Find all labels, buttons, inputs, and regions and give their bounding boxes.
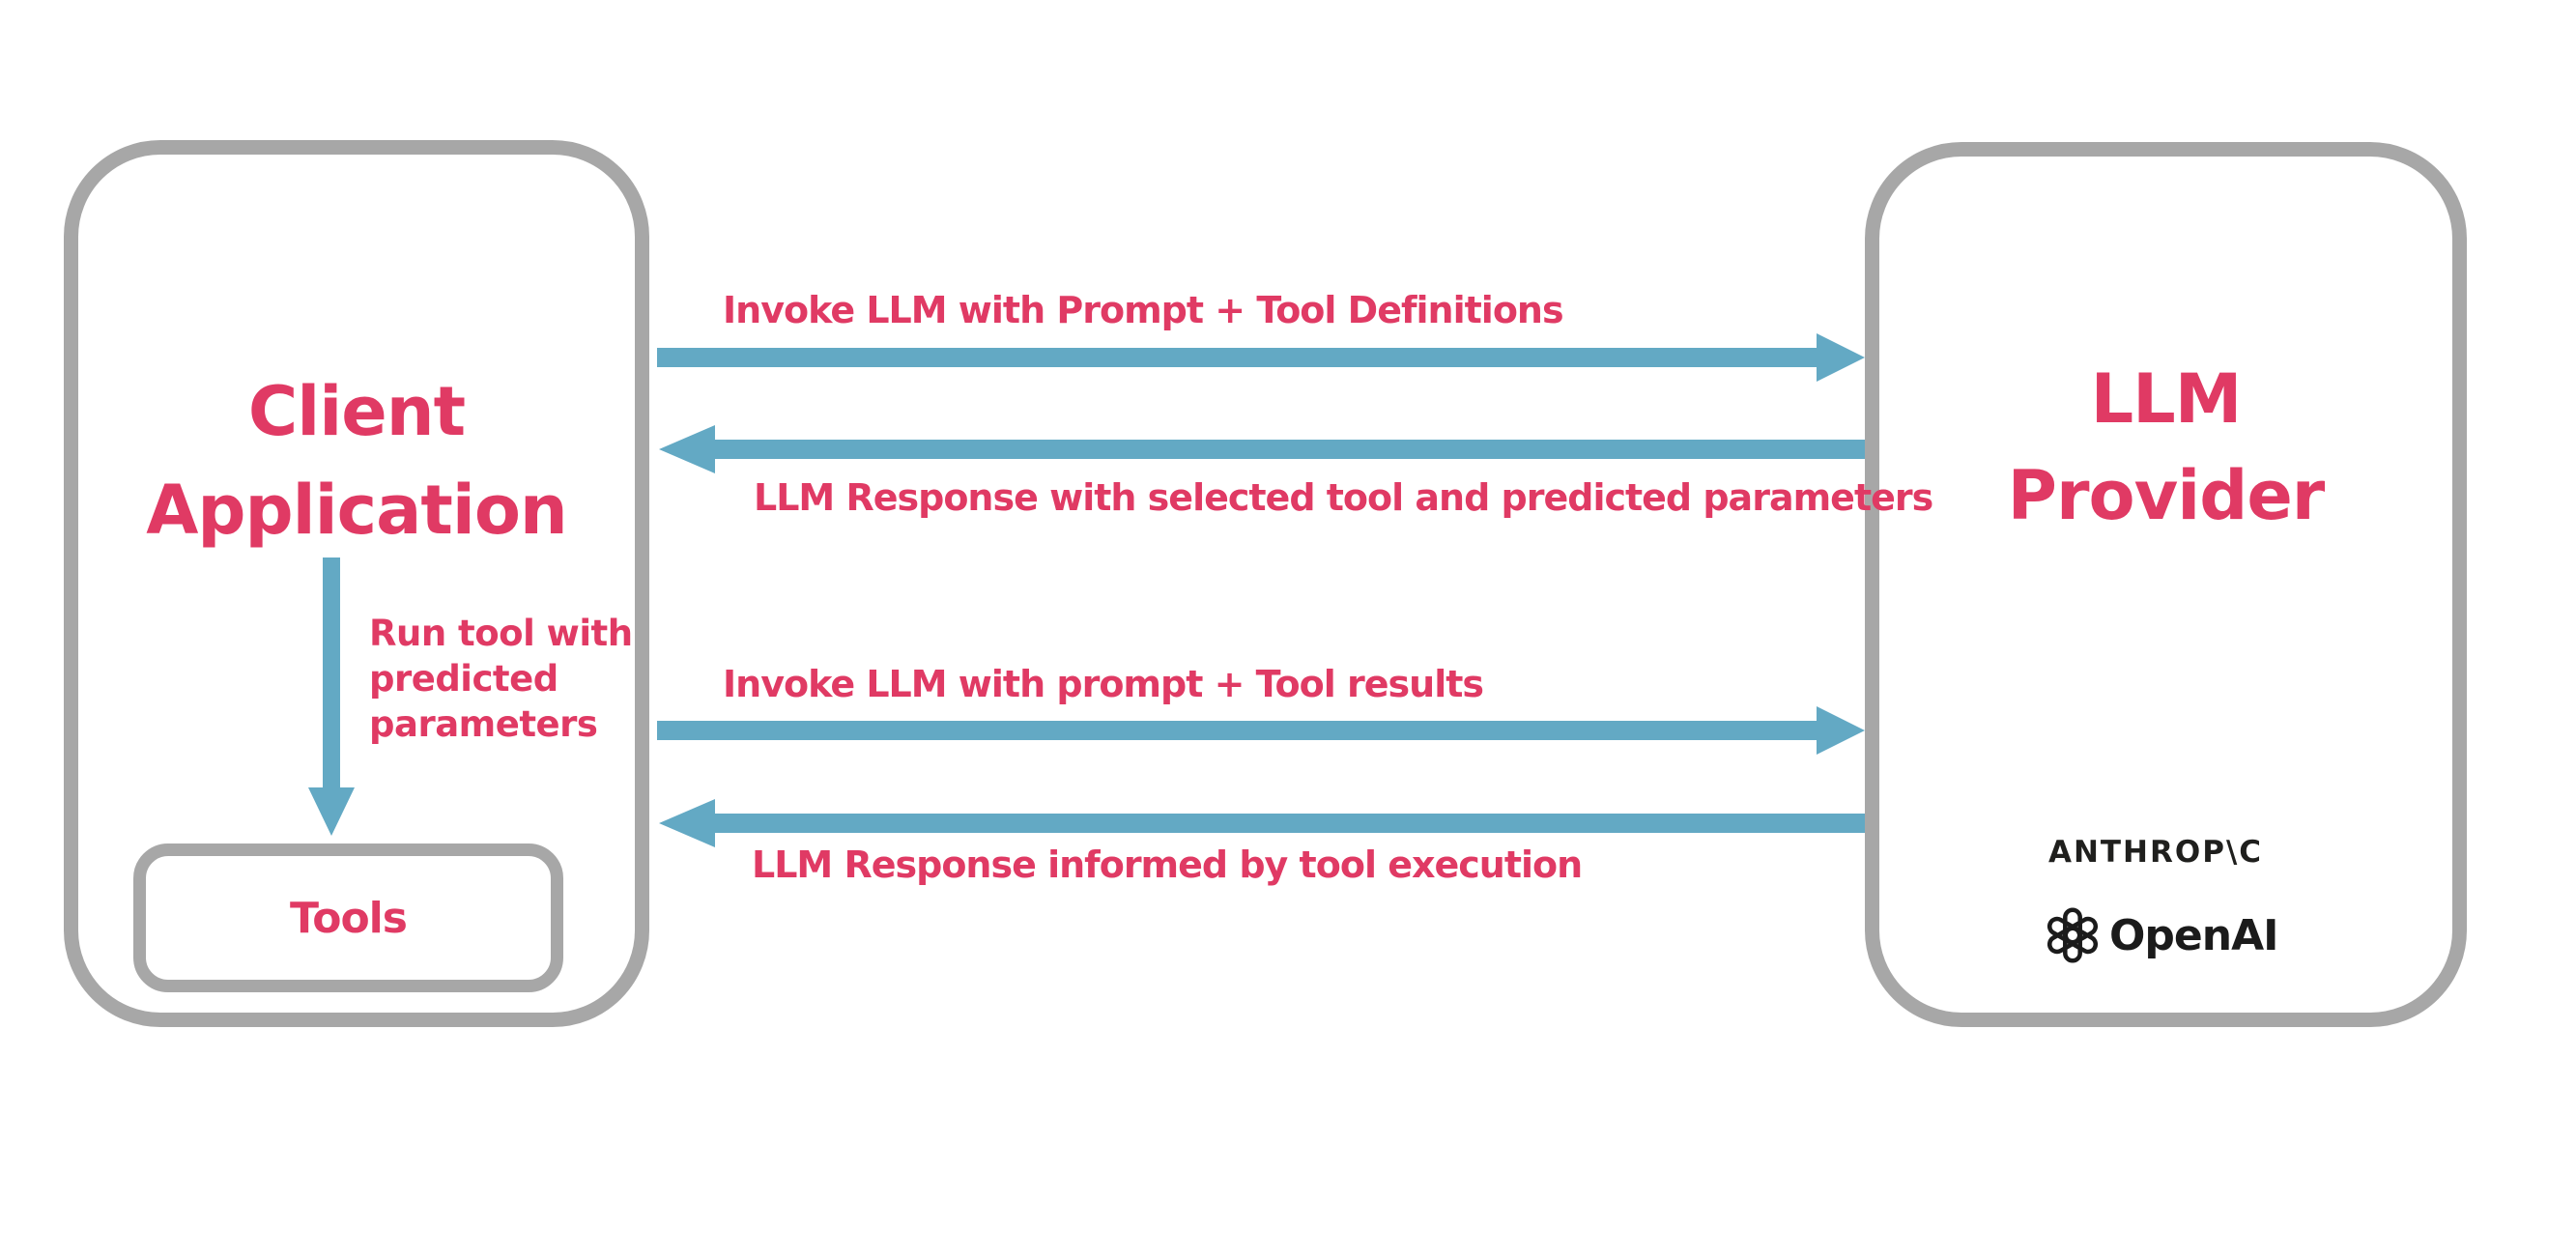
right-arrow-icon <box>657 706 1865 755</box>
tools-box: Tools <box>133 843 563 992</box>
arrow-run-tool <box>308 558 355 836</box>
arrow-llm-response-2 <box>659 799 1878 847</box>
flow-label-response-1: LLM Response with selected tool and pred… <box>754 476 1933 519</box>
left-arrow-icon <box>659 799 1878 847</box>
openai-logo: OpenAI <box>2045 906 2278 964</box>
arrow-llm-response-1 <box>659 425 1878 473</box>
right-arrow-icon <box>657 333 1865 382</box>
openai-logo-icon <box>2046 907 2099 963</box>
anthropic-logo: ANTHROP\C <box>2047 835 2264 870</box>
run-tool-line-3: parameters <box>369 703 598 745</box>
run-tool-label: Run tool with predicted parameters <box>369 611 633 747</box>
client-application-box <box>64 140 649 1027</box>
client-application-title: Client Application <box>64 362 649 559</box>
llm-provider-title: LLM Provider <box>1865 351 2467 544</box>
run-tool-line-2: predicted <box>369 658 558 700</box>
arrow-invoke-llm-1 <box>657 333 1865 382</box>
tools-label: Tools <box>290 893 408 943</box>
client-title-line-2: Application <box>146 471 568 550</box>
client-title-line-1: Client <box>247 372 466 451</box>
flow-label-invoke-2: Invoke LLM with prompt + Tool results <box>723 663 1484 705</box>
flow-label-response-2: LLM Response informed by tool execution <box>752 843 1583 886</box>
llm-title-line-2: Provider <box>2007 456 2326 535</box>
down-arrow-icon <box>308 558 355 836</box>
openai-wordmark: OpenAI <box>2109 910 2278 960</box>
llm-provider-box <box>1865 142 2467 1027</box>
flow-label-invoke-1: Invoke LLM with Prompt + Tool Definition… <box>723 289 1564 331</box>
left-arrow-icon <box>659 425 1878 473</box>
llm-title-line-1: LLM <box>2090 359 2243 439</box>
run-tool-line-1: Run tool with <box>369 613 633 654</box>
arrow-invoke-llm-2 <box>657 706 1865 755</box>
